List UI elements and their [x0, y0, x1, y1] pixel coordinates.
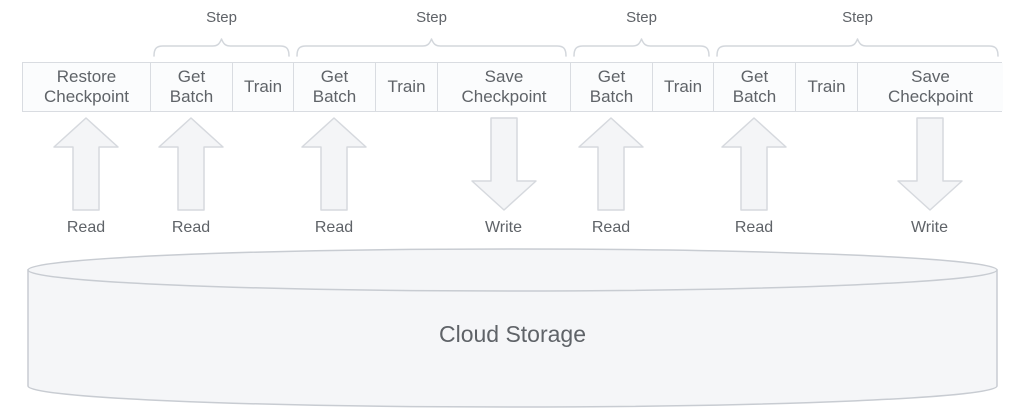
read-label: Read — [591, 219, 631, 236]
box-label-line: Get — [597, 67, 626, 86]
curly-brace-icon — [573, 38, 710, 57]
pipeline-box-train: Train — [653, 63, 714, 111]
pipeline-box-train: Train — [233, 63, 294, 111]
box-label-line: Train — [663, 77, 703, 96]
curly-brace-icon — [296, 38, 567, 57]
pipeline-box-train: Train — [796, 63, 858, 111]
step-group: Step — [296, 8, 567, 57]
curly-brace-icon — [716, 38, 999, 57]
curly-brace-icon — [153, 38, 290, 57]
read-label: Read — [734, 219, 774, 236]
box-label-line: Get — [177, 67, 206, 86]
arrow-up-icon — [53, 117, 119, 211]
box-label-line: Checkpoint — [887, 87, 974, 106]
box-label-line: Restore — [56, 67, 117, 86]
pipeline-box-train: Train — [376, 63, 438, 111]
box-label-line: Checkpoint — [43, 87, 130, 106]
box-label-line: Batch — [169, 87, 214, 106]
arrow-up-icon — [158, 117, 224, 211]
step-label: Step — [842, 9, 873, 26]
box-label-line: Save — [484, 67, 524, 86]
write-label: Write — [484, 219, 523, 236]
box-label-line: Batch — [732, 87, 777, 106]
cylinder-body — [27, 269, 998, 408]
read-label: Read — [314, 219, 354, 236]
read-label: Read — [171, 219, 211, 236]
box-label-line: Checkpoint — [461, 87, 547, 106]
step-label: Step — [626, 9, 657, 26]
cloud-storage-label: Cloud Storage — [438, 321, 587, 347]
arrow-down-icon — [470, 117, 537, 211]
step-group: Step — [153, 8, 290, 57]
arrow-up-icon — [301, 117, 367, 211]
box-label-line: Save — [911, 67, 950, 86]
arrow-up-icon — [721, 117, 787, 211]
read-label: Read — [66, 219, 106, 236]
step-group: Step — [573, 8, 710, 57]
step-group: Step — [716, 8, 999, 57]
step-label: Step — [416, 9, 447, 26]
box-label-line: Batch — [312, 87, 357, 106]
cylinder-top-rim — [27, 248, 998, 292]
box-label-line: Train — [387, 77, 426, 96]
arrow-up-icon — [578, 117, 644, 211]
box-label-line: Batch — [589, 87, 634, 106]
box-label-line: Train — [243, 77, 283, 96]
step-label: Step — [206, 9, 237, 26]
box-label-line: Get — [740, 67, 769, 86]
box-label-line: Get — [320, 67, 349, 86]
cloud-storage-cylinder — [27, 248, 998, 408]
box-label-line: Train — [807, 77, 846, 96]
write-label: Write — [910, 219, 949, 236]
arrow-down-icon — [896, 117, 963, 211]
